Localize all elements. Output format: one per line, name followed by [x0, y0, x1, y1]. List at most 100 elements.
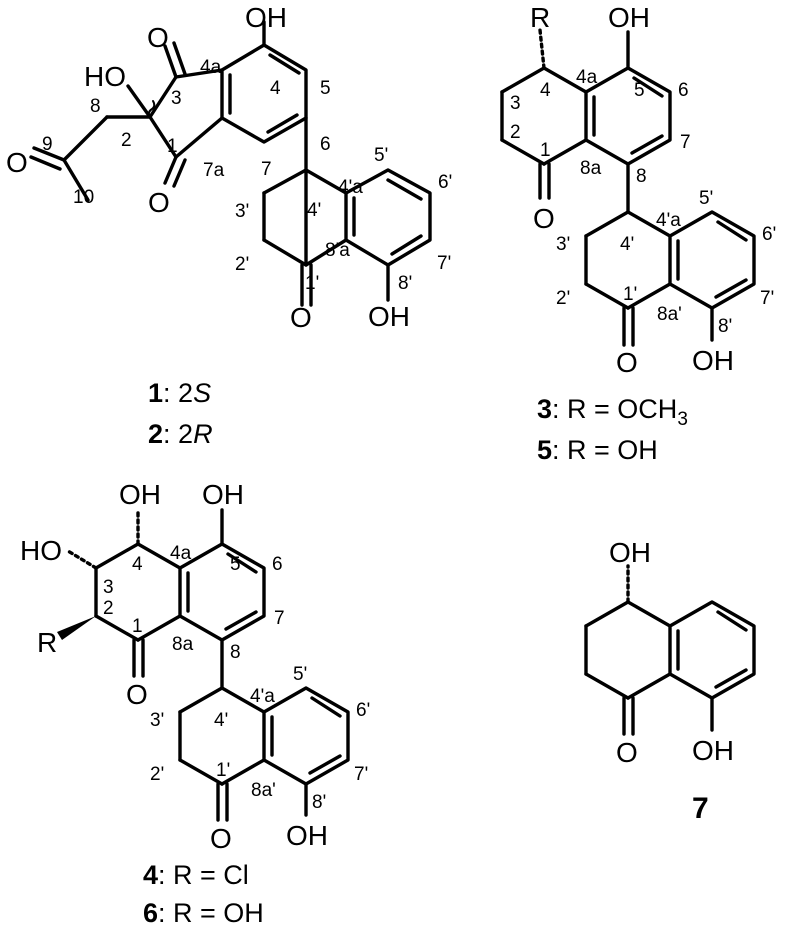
atom-ho: HO — [20, 535, 62, 566]
position-label: 5 — [634, 80, 645, 101]
position-label: 7 — [261, 159, 272, 180]
position-label: 7 — [274, 608, 285, 629]
atom-o: O — [147, 22, 169, 53]
position-label: 1' — [305, 273, 319, 294]
atom-oh: OH — [692, 735, 734, 766]
atom-o: O — [533, 203, 555, 234]
atom-oh: OH — [202, 479, 244, 510]
position-label: 8'a — [325, 240, 350, 261]
compound-1-2-structure — [29, 20, 432, 307]
position-label: 8' — [312, 792, 326, 813]
position-label: 8a' — [251, 780, 276, 801]
compound-4-6-labels: OH OH HO R O O OH 4 4a 5 3 6 2 1 8a 7 8 … — [20, 479, 370, 928]
position-label: 5' — [293, 664, 307, 685]
position-label: 6' — [356, 700, 370, 721]
position-label: 3 — [510, 93, 521, 114]
atom-oh: OH — [692, 345, 734, 376]
position-label: 4'a — [656, 210, 681, 231]
atom-oh: OH — [609, 537, 651, 568]
position-label: 6 — [678, 80, 689, 101]
position-label: 4'a — [338, 177, 363, 198]
position-label: 1 — [132, 616, 143, 637]
position-label: 7' — [354, 764, 368, 785]
position-label: 3' — [235, 201, 249, 222]
atom-o: O — [616, 347, 638, 378]
caption-compound-4: 4: R = Cl — [143, 860, 249, 890]
atom-oh: OH — [245, 2, 287, 33]
position-label: 2' — [150, 764, 164, 785]
position-label: 6 — [320, 134, 331, 155]
atom-oh: OH — [286, 820, 328, 851]
atom-oh: OH — [368, 301, 410, 332]
caption-compound-6: 6: R = OH — [143, 898, 264, 928]
position-label: 8' — [718, 316, 732, 337]
position-label: 6' — [438, 172, 452, 193]
caption-compound-1: 1: 2S — [148, 378, 211, 408]
compound-4-6-structure — [57, 508, 350, 822]
position-label: 8' — [398, 273, 412, 294]
position-label: 5' — [374, 145, 388, 166]
atom-o: O — [290, 302, 312, 333]
position-label: 5 — [320, 78, 331, 99]
position-label: 2 — [510, 122, 521, 143]
position-label: 8a — [580, 158, 602, 179]
position-label: 7' — [437, 253, 451, 274]
position-label: 3' — [556, 234, 570, 255]
position-label: 5' — [699, 188, 713, 209]
position-label: 6' — [762, 224, 776, 245]
atom-o: O — [148, 187, 170, 218]
position-label: 7 — [680, 132, 691, 153]
caption-compound-3: 3: R = OCH3 — [537, 394, 688, 430]
position-label: 8a' — [657, 304, 682, 325]
position-label: 4' — [307, 200, 321, 221]
position-label: 8a — [172, 634, 194, 655]
atom-r: R — [530, 2, 550, 33]
position-label: 4'a — [250, 686, 275, 707]
atom-oh: OH — [119, 479, 161, 510]
position-label: 2 — [121, 130, 132, 151]
atom-oh: OH — [608, 2, 650, 33]
position-label: 4' — [620, 234, 634, 255]
caption-compound-7: 7 — [692, 792, 709, 825]
compound-7-labels: OH O OH 7 — [609, 537, 734, 825]
position-label: 4a — [170, 543, 192, 564]
caption-compound-2: 2: 2R — [148, 419, 213, 449]
position-label: 6 — [272, 554, 283, 575]
position-label: 2 — [103, 598, 114, 619]
position-label: 1 — [540, 140, 551, 161]
position-label: 1' — [623, 284, 637, 305]
position-label: 4a — [576, 67, 598, 88]
atom-o: O — [126, 679, 148, 710]
position-label: 4a — [200, 57, 222, 78]
position-label: 3' — [150, 710, 164, 731]
position-label: 7' — [760, 288, 774, 309]
position-label: 3 — [171, 88, 182, 109]
position-label: 4' — [214, 710, 228, 731]
position-label: 9 — [42, 134, 53, 155]
atom-o: O — [616, 737, 638, 768]
atom-ho: HO — [84, 61, 126, 92]
compound-7-structure — [584, 564, 756, 736]
position-label: 10 — [73, 187, 94, 208]
position-label: 7a — [203, 160, 225, 181]
atom-o: O — [210, 823, 232, 854]
position-label: 8 — [90, 96, 101, 117]
position-label: 8 — [230, 642, 241, 663]
atom-o: O — [6, 147, 28, 178]
position-label: 1 — [167, 136, 178, 157]
compound-3-5-labels: R OH O O OH 4 4a 5 3 6 2 1 8a 7 8 3' 4' … — [510, 2, 776, 465]
position-label: 4 — [132, 554, 143, 575]
position-label: 3 — [103, 577, 114, 598]
position-label: 4 — [270, 78, 281, 99]
position-label: 8 — [636, 166, 647, 187]
compound-1-2-labels: OH HO O O O O OH 4 4a 5 3 6 2 8 1 7a 7 9… — [6, 2, 452, 449]
atom-r: R — [37, 627, 57, 658]
position-label: 1' — [216, 760, 230, 781]
caption-compound-5: 5: R = OH — [537, 435, 658, 465]
position-label: 2' — [556, 288, 570, 309]
compound-3-5-structure — [500, 28, 756, 347]
position-label: 2' — [235, 254, 249, 275]
position-label: 5 — [230, 554, 241, 575]
